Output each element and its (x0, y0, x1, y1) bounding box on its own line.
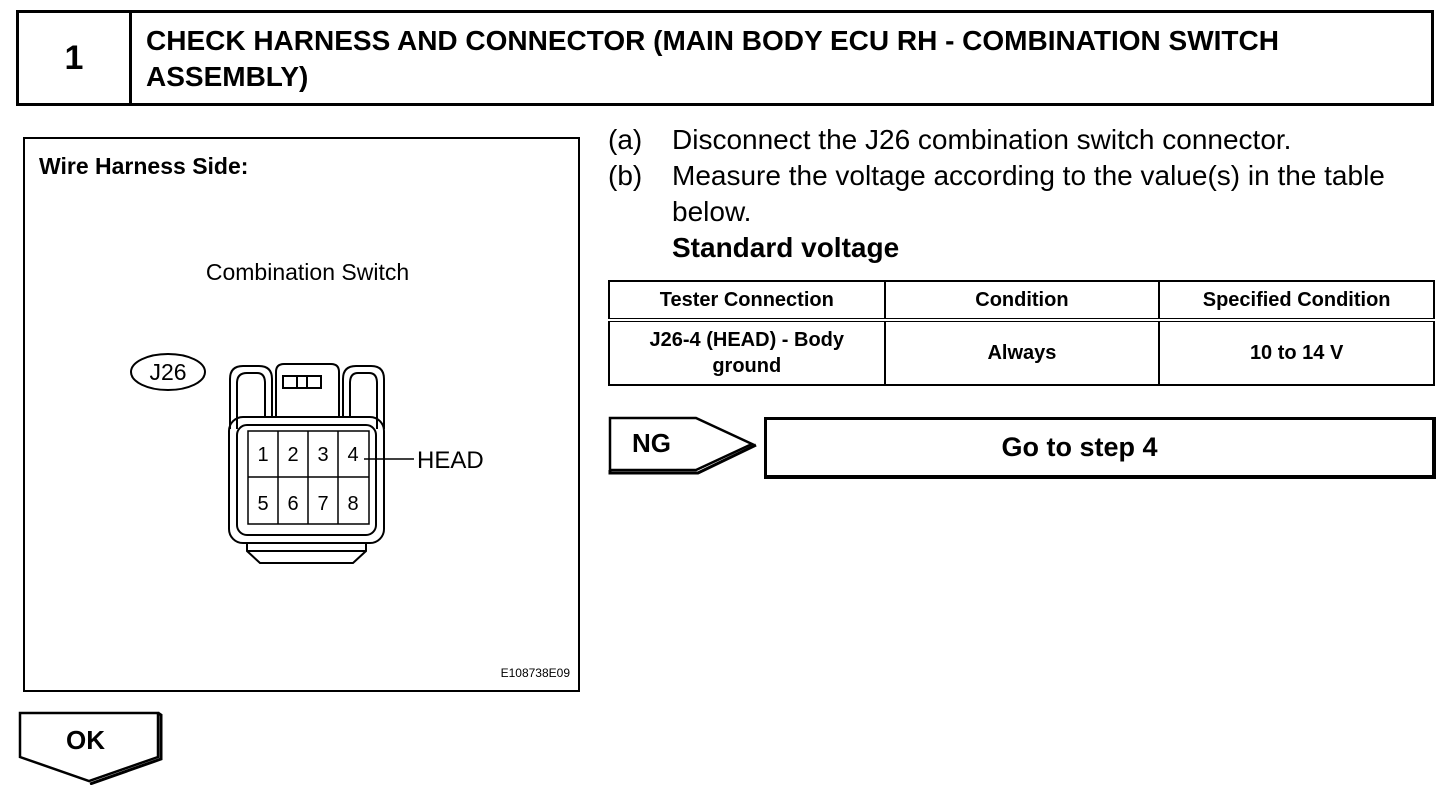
connector-figure: Wire Harness Side: Combination Switch J2… (23, 137, 580, 692)
pin-8: 8 (347, 493, 358, 515)
pin-4: 4 (347, 444, 358, 466)
pin-3: 3 (317, 444, 328, 466)
instruction-item: (b) Measure the voltage according to the… (608, 158, 1428, 230)
instructions: (a) Disconnect the J26 combination switc… (608, 122, 1428, 266)
pin-6: 6 (287, 493, 298, 515)
ng-arrow-icon (608, 416, 757, 475)
pin-5: 5 (257, 493, 268, 515)
instruction-key: (b) (608, 160, 643, 191)
instruction-key: (a) (608, 124, 643, 155)
table-header: Tester Connection (608, 280, 886, 322)
instruction-text: Measure the voltage according to the val… (672, 160, 1385, 227)
figure-subtitle: Combination Switch (205, 259, 410, 285)
connector-id-ellipse (130, 353, 206, 391)
figure-code: E108738E09 (500, 666, 570, 680)
figure-title: Wire Harness Side: (39, 153, 249, 179)
step-header: 1 CHECK HARNESS AND CONNECTOR (MAIN BODY… (16, 10, 1434, 106)
table-cell: Always (883, 319, 1161, 386)
instruction-item: (a) Disconnect the J26 combination switc… (608, 122, 1428, 158)
instruction-text: Disconnect the J26 combination switch co… (672, 124, 1292, 155)
connector-id: J26 (149, 359, 186, 385)
pin-label-head: HEAD (417, 447, 484, 474)
ok-arrow-icon (18, 711, 163, 785)
connector-body (228, 363, 385, 564)
spec-table: Tester Connection Condition Specified Co… (608, 280, 1435, 386)
table-header-row: Tester Connection Condition Specified Co… (608, 280, 1435, 322)
pin-grid (247, 430, 370, 525)
step-title: CHECK HARNESS AND CONNECTOR (MAIN BODY E… (146, 25, 1279, 92)
connector-diagram: J26 (130, 353, 484, 564)
step-number: 1 (19, 13, 132, 103)
table-cell: 10 to 14 V (1158, 319, 1435, 386)
table-header: Condition (883, 280, 1161, 322)
table-row: J26-4 (HEAD) - Body ground Always 10 to … (608, 319, 1435, 386)
goto-step-button[interactable]: Go to step 4 (764, 417, 1436, 479)
pin-2: 2 (287, 444, 298, 466)
pin-7: 7 (317, 493, 328, 515)
ng-label: NG (632, 428, 671, 458)
ok-label: OK (66, 725, 105, 755)
table-cell: J26-4 (HEAD) - Body ground (608, 319, 886, 386)
table-header: Specified Condition (1158, 280, 1435, 322)
standard-label: Standard voltage (672, 232, 900, 263)
pin-1: 1 (257, 444, 268, 466)
